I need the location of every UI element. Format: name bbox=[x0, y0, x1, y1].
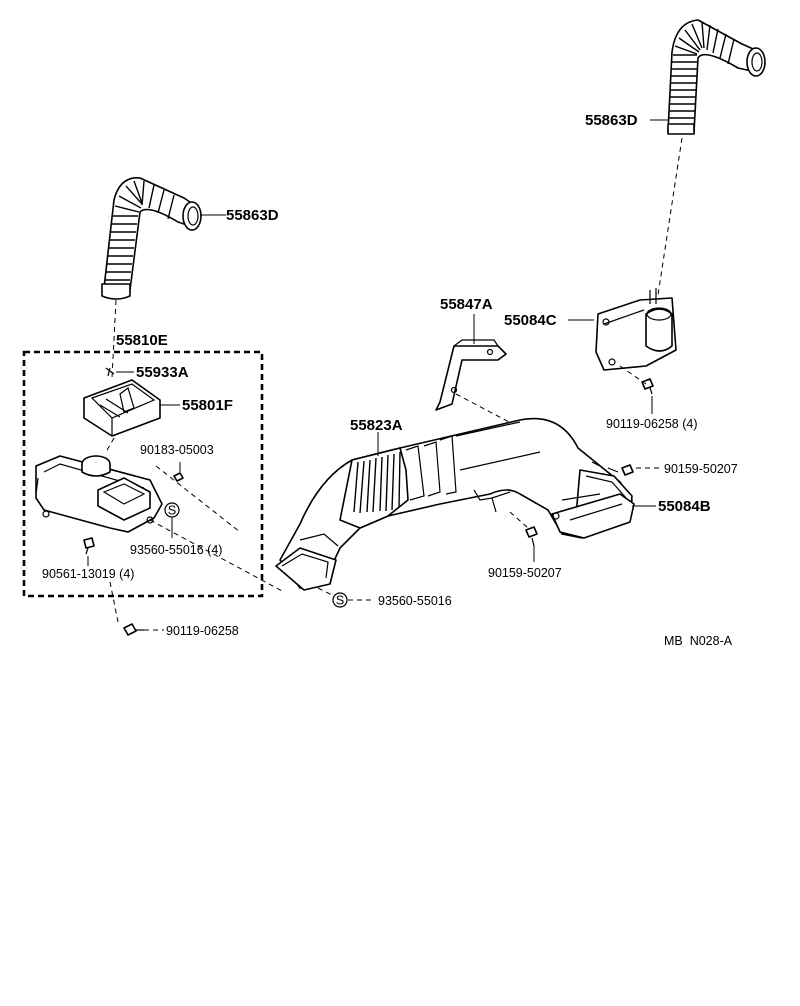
hose-left-icon bbox=[101, 177, 202, 300]
bracket-icon bbox=[435, 339, 507, 411]
screw-upper-right-icon bbox=[641, 378, 654, 395]
label-screw-small: 90183-05003 bbox=[140, 443, 214, 457]
duct-icon bbox=[275, 417, 635, 591]
label-boot: 55801F bbox=[182, 397, 233, 414]
label-screw-upper-right: 90119-06258 (4) bbox=[606, 417, 698, 431]
label-screw-bottom: 90119-06258 bbox=[166, 624, 239, 638]
label-hose-right: 55863D bbox=[585, 112, 638, 129]
screw-small-icon bbox=[173, 472, 184, 482]
stud-symbol-icon: S bbox=[164, 502, 180, 518]
screw-box-icon bbox=[83, 537, 95, 555]
screw-mid-right-icon bbox=[621, 464, 634, 476]
label-screw-mid: 90159-50207 bbox=[488, 566, 562, 580]
label-cover-lower: 55084B bbox=[658, 498, 711, 515]
screw-mid-icon bbox=[525, 526, 538, 547]
label-clip: 55933A bbox=[136, 364, 189, 381]
svg-text:S: S bbox=[168, 504, 176, 518]
svg-text:S: S bbox=[336, 594, 344, 608]
label-hose-left: 55863D bbox=[226, 207, 279, 224]
hose-right-icon bbox=[667, 19, 766, 135]
label-duct: 55823A bbox=[350, 417, 403, 434]
boot-icon bbox=[83, 379, 161, 437]
stud-symbol-bottom-icon: S bbox=[332, 592, 348, 608]
cover-right-icon bbox=[595, 288, 677, 371]
label-bracket: 55847A bbox=[440, 296, 493, 313]
screw-bottom-icon bbox=[123, 623, 144, 636]
assembly-box bbox=[22, 350, 264, 598]
clip-icon bbox=[105, 367, 115, 377]
drawing-code: MB N028-A bbox=[664, 634, 733, 648]
label-cover-right: 55084C bbox=[504, 312, 557, 329]
label-screw-mid-right: 90159-50207 bbox=[664, 462, 738, 476]
label-assembly-box: 55810E bbox=[116, 332, 168, 349]
label-screw-box: 90561-13019 (4) bbox=[42, 567, 134, 581]
label-stud-bottom: 93560-55016 bbox=[378, 594, 452, 608]
label-stud-box: 93560-55016 (4) bbox=[130, 543, 222, 557]
base-plate-icon bbox=[35, 455, 163, 533]
